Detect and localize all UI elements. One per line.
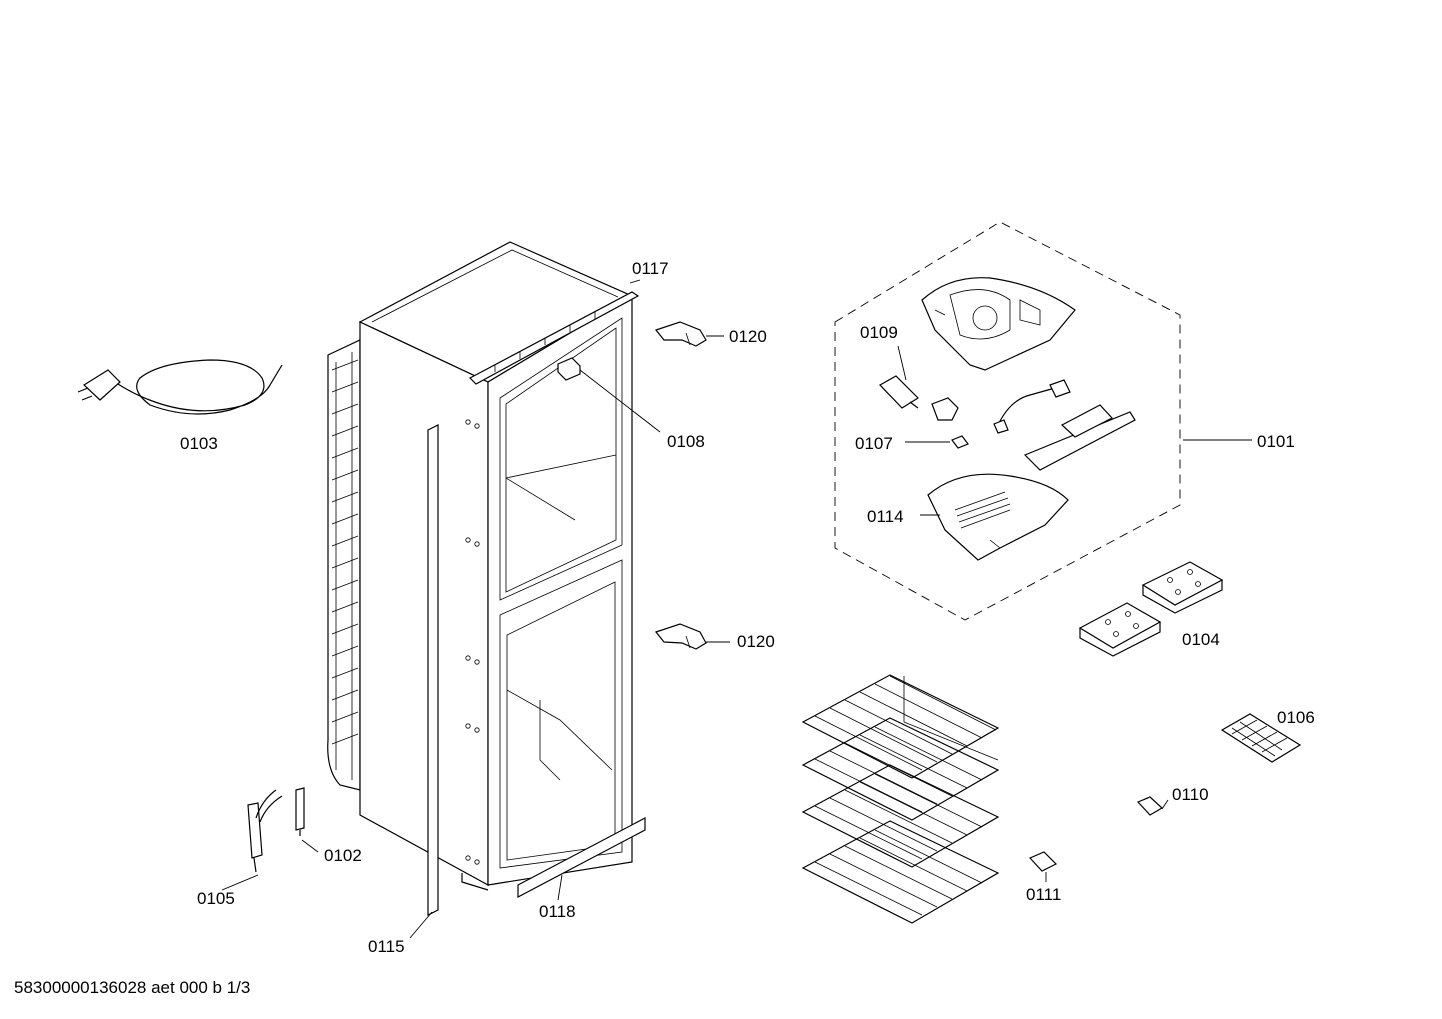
part-label-0108: 0108 bbox=[667, 432, 705, 451]
part-label-0120-lower: 0120 bbox=[737, 632, 775, 651]
part-label-0107: 0107 bbox=[855, 434, 893, 453]
part-label-0104: 0104 bbox=[1182, 630, 1220, 649]
ice-pack-lower bbox=[1078, 602, 1162, 657]
bottom-strip bbox=[517, 817, 646, 898]
door-hinge-upper bbox=[654, 321, 707, 347]
side-strip bbox=[427, 424, 439, 916]
part-label-0120-upper: 0120 bbox=[729, 327, 767, 346]
part-label-0101: 0101 bbox=[1257, 432, 1295, 451]
cabinet-side bbox=[359, 321, 489, 887]
wire-shelves bbox=[801, 674, 1000, 924]
lamp-bulb bbox=[879, 375, 919, 409]
part-label-0102: 0102 bbox=[324, 846, 362, 865]
wiring-harness bbox=[993, 379, 1071, 434]
top-rail bbox=[469, 291, 640, 385]
part-label-0118: 0118 bbox=[539, 902, 576, 921]
control-strip bbox=[1023, 404, 1136, 471]
fan-cover bbox=[927, 473, 1069, 561]
cabinet-drawing bbox=[327, 241, 646, 916]
part-label-0111: 0111 bbox=[1026, 885, 1061, 904]
clip bbox=[951, 435, 969, 449]
clip-0111 bbox=[1028, 851, 1058, 872]
power-cord bbox=[77, 359, 283, 415]
sensor-tube bbox=[295, 787, 305, 836]
part-label-0105: 0105 bbox=[197, 889, 235, 908]
clip-0110 bbox=[1136, 796, 1164, 816]
ice-pack-upper bbox=[1141, 561, 1224, 614]
leader-lines bbox=[221, 279, 1252, 939]
assembly-outline bbox=[834, 221, 1181, 621]
part-label-0115: 0115 bbox=[368, 937, 405, 956]
fan-housing bbox=[921, 277, 1076, 371]
part-label-0114: 0114 bbox=[867, 507, 904, 526]
thermostat-sensor bbox=[247, 789, 283, 873]
condenser-coil bbox=[327, 339, 361, 791]
part-label-0103: 0103 bbox=[180, 434, 218, 453]
door-hinge-lower bbox=[654, 623, 707, 650]
part-label-0106: 0106 bbox=[1277, 708, 1315, 727]
part-label-0109: 0109 bbox=[860, 323, 898, 342]
ice-cube-tray bbox=[1220, 713, 1302, 763]
document-id: 58300000136028 aet 000 b 1/3 bbox=[14, 978, 251, 997]
part-label-0110: 0110 bbox=[1172, 785, 1209, 804]
part-label-0117: 0117 bbox=[632, 259, 669, 278]
